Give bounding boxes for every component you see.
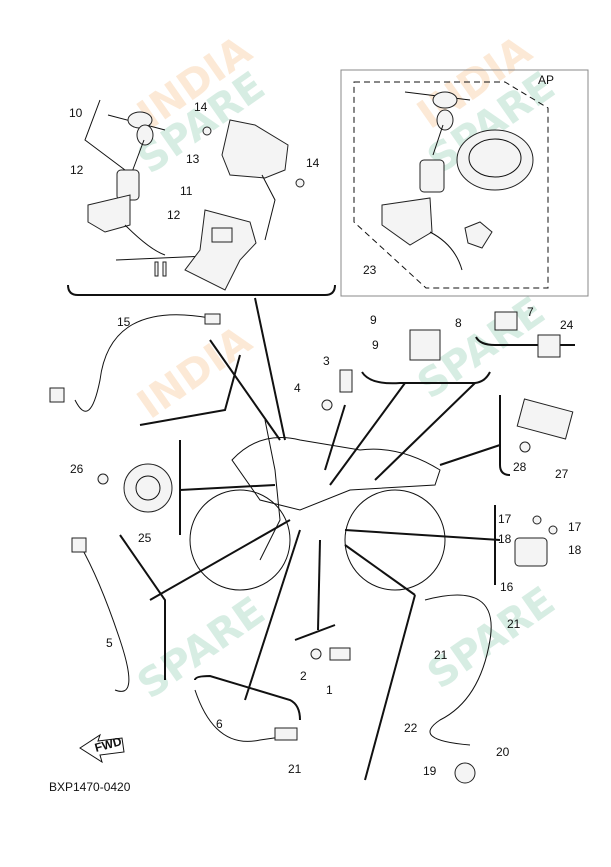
callout-25: 25	[138, 531, 152, 545]
callout-28: 28	[513, 460, 527, 474]
group-bracket-ignition	[67, 284, 336, 296]
main-switch-assembly	[84, 99, 231, 277]
callout-19: 19	[423, 764, 437, 778]
callout-21: 21	[434, 648, 448, 662]
svg-text:SPARE: SPARE	[129, 588, 273, 708]
callout-1: 1	[326, 683, 333, 697]
callout-24: 24	[560, 318, 574, 332]
callout-23: 23	[363, 263, 377, 277]
callout-6: 6	[216, 717, 223, 731]
callout-5: 5	[106, 636, 113, 650]
small-parts	[49, 311, 574, 784]
callout-26: 26	[70, 462, 84, 476]
ap-lock-set	[381, 91, 534, 271]
callout-17: 17	[498, 512, 512, 526]
callout-14: 14	[306, 156, 320, 170]
ap-kit-box	[340, 69, 589, 297]
callout-22: 22	[404, 721, 418, 735]
callout-13: 13	[186, 152, 200, 166]
callout-18: 18	[568, 543, 582, 557]
callout-8: 8	[455, 316, 462, 330]
svg-text:INDIA: INDIA	[129, 317, 260, 428]
callout-12: 12	[167, 208, 181, 222]
callout-15: 15	[117, 315, 131, 329]
callout-11: 11	[180, 184, 193, 198]
callout-27: 27	[555, 467, 569, 481]
callout-3: 3	[323, 354, 330, 368]
callout-10: 10	[69, 106, 83, 120]
callout-18: 18	[498, 532, 512, 546]
callout-21: 21	[288, 762, 302, 776]
switch-cover	[202, 119, 305, 241]
callout-9: 9	[372, 338, 379, 352]
diagram-code: BXP1470-0420	[49, 780, 131, 794]
callout-17: 17	[568, 520, 582, 534]
callout-14: 14	[194, 100, 208, 114]
motorcycle-outline	[189, 419, 446, 591]
callout-7: 7	[527, 305, 534, 319]
ap-kit-dashed-outline	[353, 81, 549, 289]
group-brackets	[119, 336, 575, 721]
watermark-logo: INDIA SPARE INDIA SPARE INDIA SPARE SPAR…	[129, 27, 563, 708]
callout-4: 4	[294, 381, 301, 395]
callout-9: 9	[370, 313, 377, 327]
callout-16: 16	[500, 580, 514, 594]
callout-20: 20	[496, 745, 510, 759]
callout-2: 2	[300, 669, 307, 683]
ap-label: AP	[538, 73, 554, 87]
forward-arrow-icon: FWD	[79, 733, 125, 764]
leader-lines	[149, 297, 501, 781]
svg-text:FWD: FWD	[93, 734, 123, 755]
main-switch-bracket	[184, 209, 257, 291]
callout-21: 21	[507, 617, 521, 631]
callout-12: 12	[70, 163, 84, 177]
